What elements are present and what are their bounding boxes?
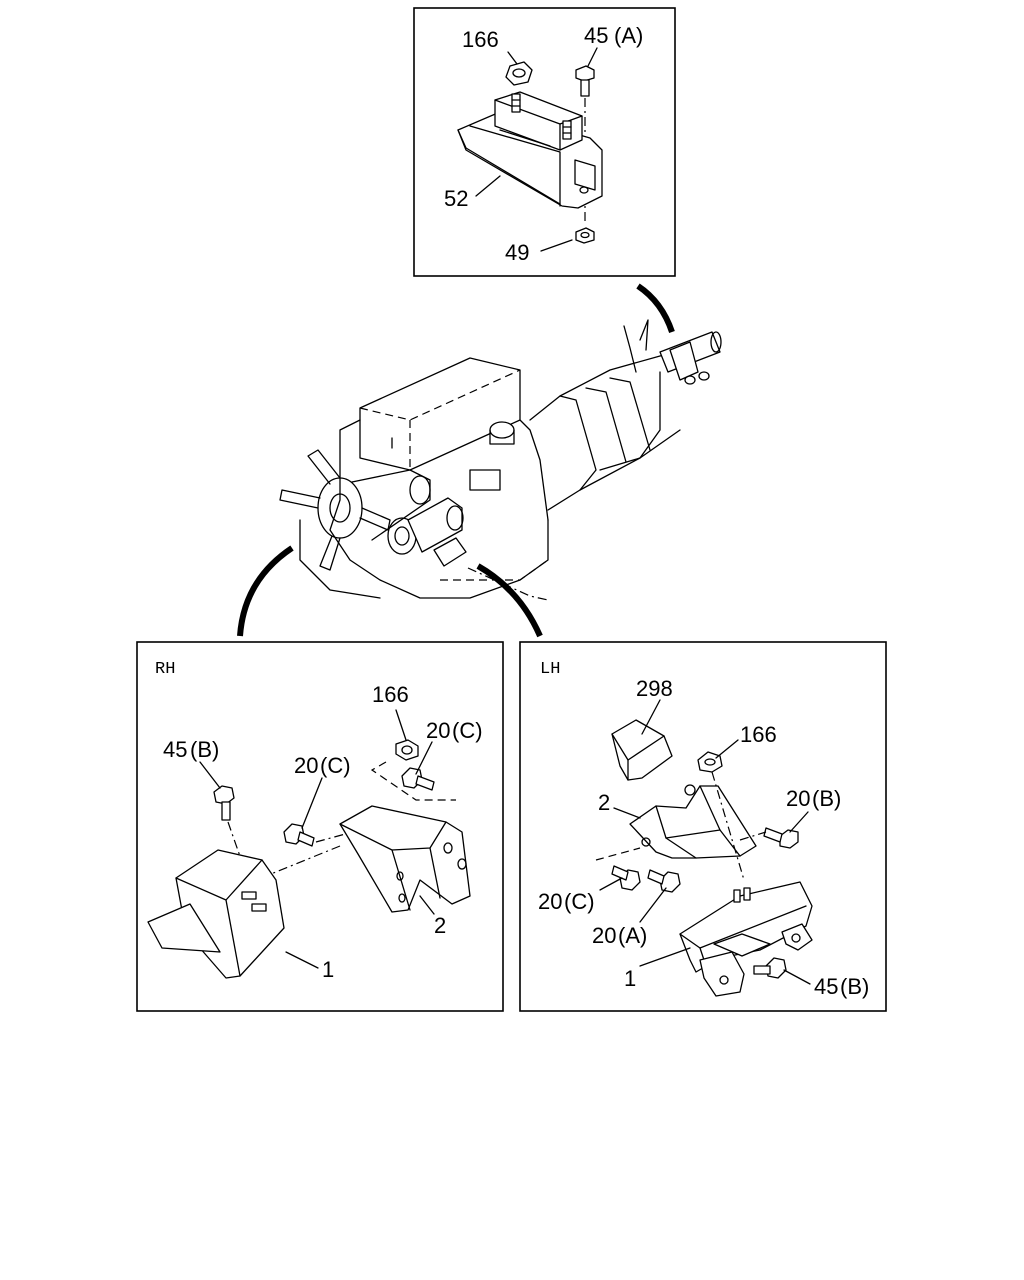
bolt-icon bbox=[763, 827, 799, 849]
rh-panel-header: RH bbox=[155, 660, 175, 679]
callout-45-top-variant: (A) bbox=[614, 23, 643, 48]
bolt-icon bbox=[213, 785, 235, 821]
callout-298: 298 bbox=[636, 676, 673, 701]
callout-20-rh-upper: 20 bbox=[426, 718, 450, 743]
bolt-icon bbox=[401, 767, 435, 791]
bracket-icon bbox=[629, 784, 757, 859]
callout-45-top: 45 bbox=[584, 23, 608, 48]
callout-45-lh-variant: (B) bbox=[840, 974, 869, 999]
connector-arc-rh bbox=[237, 545, 294, 637]
engine-mount-icon bbox=[147, 849, 285, 979]
lh-panel-header: LH bbox=[540, 660, 560, 679]
hex-nut-icon bbox=[395, 739, 419, 761]
lh-panel-frame bbox=[519, 641, 887, 1012]
callout-52: 52 bbox=[444, 186, 468, 211]
hex-nut-icon bbox=[697, 751, 723, 773]
hex-nut-icon bbox=[575, 227, 595, 244]
callout-20-lh-center-variant: (A) bbox=[618, 923, 647, 948]
callout-1-rh: 1 bbox=[322, 957, 334, 982]
callout-2-lh: 2 bbox=[598, 790, 610, 815]
top-panel: 166 45 (A) 52 49 bbox=[413, 7, 676, 277]
bolt-icon bbox=[647, 869, 681, 893]
connector-arc-lh bbox=[476, 563, 543, 638]
lh-panel: LH bbox=[519, 641, 887, 1012]
top-panel-frame bbox=[413, 7, 676, 277]
bolt-icon bbox=[611, 865, 641, 891]
fan-icon bbox=[279, 449, 391, 571]
bracket-icon bbox=[339, 805, 471, 913]
callout-20-lh-right-variant: (B) bbox=[812, 786, 841, 811]
engine-mount-icon bbox=[679, 881, 813, 997]
callout-1-lh: 1 bbox=[624, 966, 636, 991]
rh-panel: RH bbox=[136, 641, 504, 1012]
connector-arc-top bbox=[636, 283, 675, 333]
callout-2-rh: 2 bbox=[434, 913, 446, 938]
callout-20-rh-mid-variant: (C) bbox=[320, 753, 351, 778]
callout-20-rh-upper-variant: (C) bbox=[452, 718, 483, 743]
callout-45-rh: 45 bbox=[163, 737, 187, 762]
callout-166-rh: 166 bbox=[372, 682, 409, 707]
rear-mount-icon bbox=[457, 91, 603, 209]
callout-20-lh-right: 20 bbox=[786, 786, 810, 811]
callout-45-lh: 45 bbox=[814, 974, 838, 999]
callout-166-lh: 166 bbox=[740, 722, 777, 747]
bolt-icon bbox=[283, 823, 315, 847]
bolt-icon bbox=[753, 957, 787, 979]
bolt-icon bbox=[575, 65, 595, 97]
callout-20-lh-left: 20 bbox=[538, 889, 562, 914]
callout-45-rh-variant: (B) bbox=[190, 737, 219, 762]
heat-shield-icon bbox=[611, 719, 673, 781]
callout-20-lh-center: 20 bbox=[592, 923, 616, 948]
engine-transmission-illustration bbox=[279, 319, 722, 601]
callout-49: 49 bbox=[505, 240, 529, 265]
rh-panel-frame bbox=[136, 641, 504, 1012]
callout-20-rh-mid: 20 bbox=[294, 753, 318, 778]
callout-20-lh-left-variant: (C) bbox=[564, 889, 595, 914]
connector-arcs bbox=[237, 283, 675, 638]
hex-nut-icon bbox=[505, 61, 533, 86]
callout-166-top: 166 bbox=[462, 27, 499, 52]
